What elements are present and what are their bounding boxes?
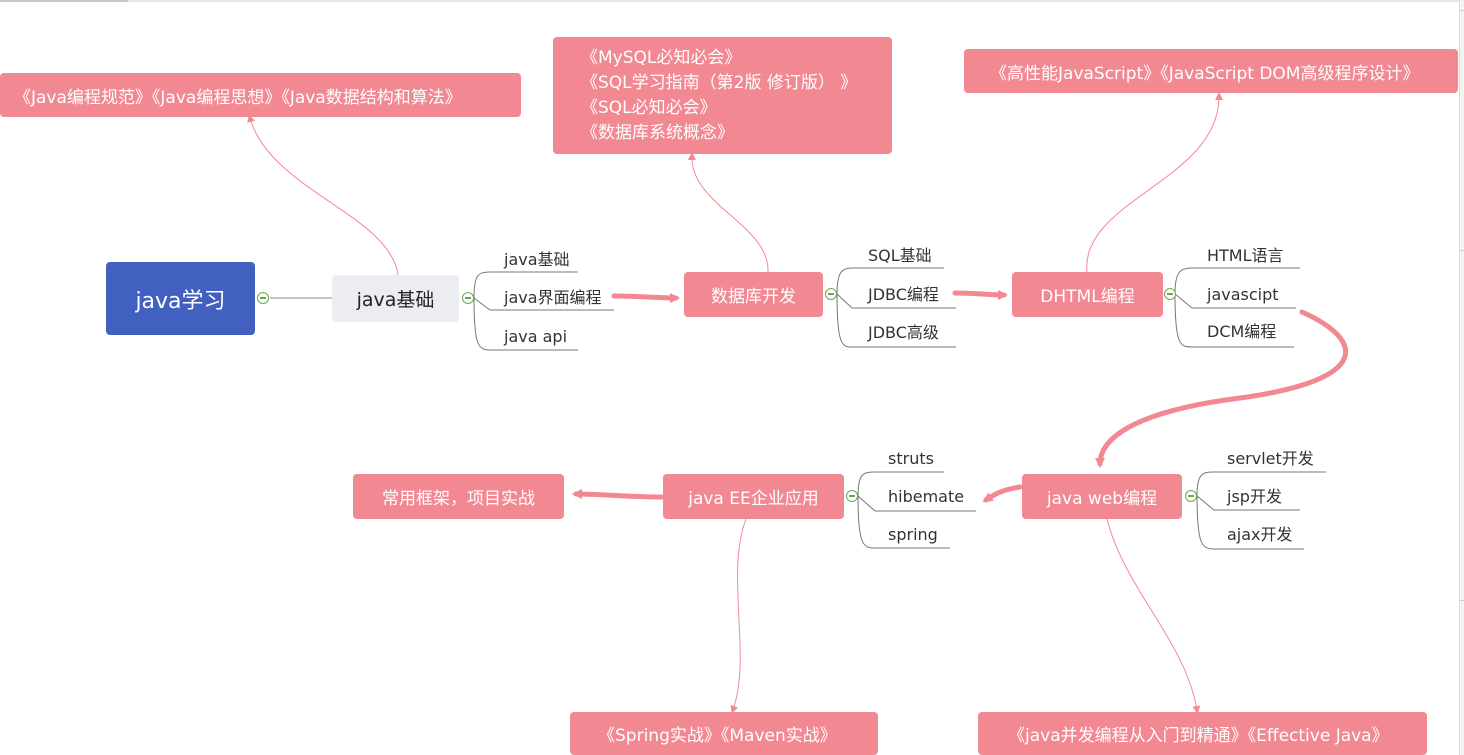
leaf-javascript[interactable]: javascipt: [1207, 285, 1279, 304]
root-topic[interactable]: java学习: [106, 262, 255, 335]
leaf-struts[interactable]: struts: [888, 449, 934, 468]
topic-java-ee-label: java EE企业应用: [688, 489, 819, 509]
leaf-sql-basics[interactable]: SQL基础: [868, 246, 932, 265]
topic-dhtml[interactable]: DHTML编程: [1012, 272, 1163, 317]
leaf-spring[interactable]: spring: [888, 525, 938, 544]
topic-database[interactable]: 数据库开发: [684, 272, 823, 317]
leaf-jsp[interactable]: jsp开发: [1227, 487, 1282, 506]
leaf-hibernate[interactable]: hibemate: [888, 487, 965, 506]
branch-dhtml: [1174, 267, 1300, 348]
topic-dhtml-label: DHTML编程: [1040, 287, 1135, 307]
topic-java-basics-label: java基础: [356, 289, 435, 311]
note-database-line-2: 《SQL学习指南（第2版 修订版） 》: [581, 72, 858, 93]
tab-indicator: [0, 0, 128, 2]
leaf-ajax[interactable]: ajax开发: [1227, 525, 1293, 544]
topic-frameworks[interactable]: 常用框架，项目实战: [353, 474, 564, 519]
leaf-dcm[interactable]: DCM编程: [1207, 322, 1277, 341]
note-database-line-4: 《数据库系统概念》: [581, 122, 734, 143]
top-border: [0, 0, 1464, 2]
note-java-books[interactable]: 《Java编程规范》《Java编程思想》《Java数据结构和算法》: [0, 73, 521, 117]
collapse-toggle-java-ee[interactable]: [846, 490, 858, 502]
topic-frameworks-label: 常用框架，项目实战: [382, 489, 535, 509]
note-java-ee-books[interactable]: 《Spring实战》《Maven实战》: [570, 712, 878, 755]
leaf-java-basics-1[interactable]: java基础: [504, 250, 570, 269]
leaf-jdbc-programming[interactable]: JDBC编程: [868, 285, 939, 304]
branch-database: [836, 267, 956, 348]
note-java-web-books[interactable]: 《java并发编程从入门到精通》《Effective Java》: [978, 712, 1427, 755]
topic-java-web-label: java web编程: [1046, 489, 1158, 509]
collapse-toggle-dhtml[interactable]: [1164, 288, 1176, 300]
note-links: [247, 92, 1224, 714]
topic-java-basics[interactable]: java基础: [332, 275, 459, 322]
leaf-java-api[interactable]: java api: [504, 327, 568, 346]
note-dhtml-books[interactable]: 《高性能JavaScript》《JavaScript DOM高级程序设计》: [964, 49, 1458, 93]
leaf-jdbc-advanced[interactable]: JDBC高级: [868, 323, 939, 342]
collapse-toggle-java-web[interactable]: [1185, 490, 1197, 502]
note-database-line-1: 《MySQL必知必会》: [581, 47, 742, 68]
branch-javaweb: [1196, 471, 1326, 550]
topic-java-ee[interactable]: java EE企业应用: [663, 474, 844, 519]
flow-arrows: [572, 289, 1349, 503]
collapse-toggle-database[interactable]: [825, 288, 837, 300]
right-scroll-edge[interactable]: [1459, 0, 1464, 755]
collapse-toggle-root[interactable]: [257, 292, 269, 304]
leaf-html[interactable]: HTML语言: [1207, 246, 1284, 265]
leaf-java-gui[interactable]: java界面编程: [504, 288, 602, 307]
branch-javaee: [857, 471, 976, 549]
leaf-servlet[interactable]: servlet开发: [1227, 449, 1314, 468]
branch-javabasics: [473, 271, 614, 351]
topic-java-web[interactable]: java web编程: [1022, 474, 1182, 519]
root-label: java学习: [135, 288, 226, 314]
note-database-line-3: 《SQL必知必会》: [581, 97, 717, 118]
collapse-toggle-java-basics[interactable]: [462, 292, 474, 304]
note-database-books[interactable]: 《MySQL必知必会》 《SQL学习指南（第2版 修订版） 》 《SQL必知必会…: [553, 37, 892, 154]
topic-database-label: 数据库开发: [711, 287, 796, 307]
